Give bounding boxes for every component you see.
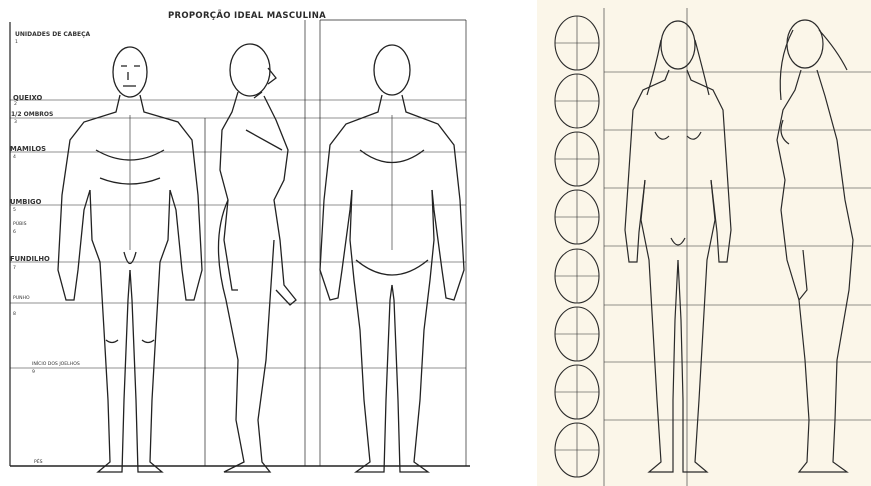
head-unit-5 [555, 249, 599, 303]
label-mamilos: MAMILOS [10, 145, 46, 153]
female-figures-drawing [537, 0, 871, 486]
label-meio-ombros: 1/2 OMBROS [11, 111, 53, 118]
front-figure [58, 47, 202, 472]
label-num-8: 8 [13, 312, 16, 317]
head-unit-6 [555, 307, 599, 361]
head-unit-2 [555, 74, 599, 128]
female-front-figure [625, 21, 731, 472]
head-unit-1 [555, 16, 599, 70]
label-num-4: 4 [13, 155, 16, 160]
head-unit-3 [555, 132, 599, 186]
male-figures-drawing [0, 0, 484, 486]
side-figure [218, 44, 296, 472]
head-unit-4 [555, 190, 599, 244]
head-unit-8 [555, 423, 599, 477]
label-num-5: 5 [13, 208, 16, 213]
label-num-1: 1 [15, 40, 18, 45]
label-queixo: QUEIXO [13, 94, 42, 102]
label-num-9: 9 [32, 370, 35, 375]
label-num-7: 7 [13, 266, 16, 271]
label-umbigo: UMBIGO [10, 198, 41, 206]
label-punho: PUNHO [13, 296, 30, 301]
back-figure [320, 45, 464, 472]
female-proportion-sheet [537, 0, 871, 486]
label-unidades: UNIDADES DE CABEÇA [15, 31, 90, 38]
label-num-6: 6 [13, 230, 16, 235]
label-fundilho: FUNDILHO [10, 255, 50, 263]
label-pubis: PÚBIS [13, 222, 27, 227]
head-unit-7 [555, 365, 599, 419]
label-num-3: 3 [14, 120, 17, 125]
sheet-title: PROPORÇÃO IDEAL MASCULINA [168, 11, 326, 21]
label-num-2: 2 [14, 102, 17, 107]
male-proportion-sheet: PROPORÇÃO IDEAL MASCULINA UNIDADES DE CA… [0, 0, 484, 486]
label-pes: PÉS [34, 460, 43, 465]
label-joelhos: INÍCIO DOS JOELHOS [32, 362, 80, 367]
head-units-column [555, 16, 599, 477]
